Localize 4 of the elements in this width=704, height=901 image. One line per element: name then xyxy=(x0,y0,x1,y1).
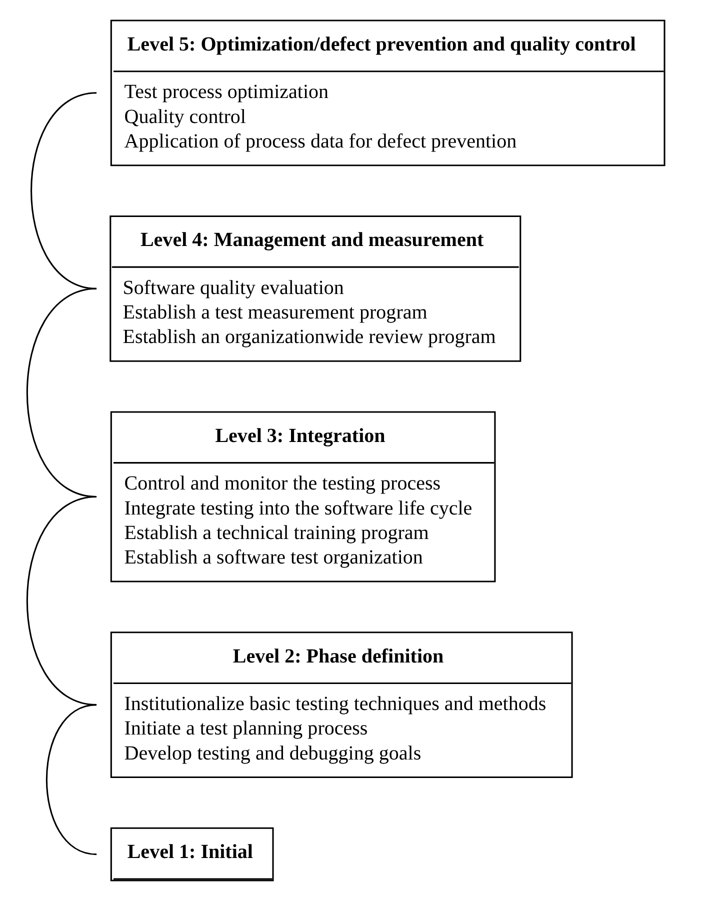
connector xyxy=(30,92,97,290)
connector xyxy=(26,496,97,706)
connector xyxy=(26,288,97,498)
connector xyxy=(46,704,97,856)
